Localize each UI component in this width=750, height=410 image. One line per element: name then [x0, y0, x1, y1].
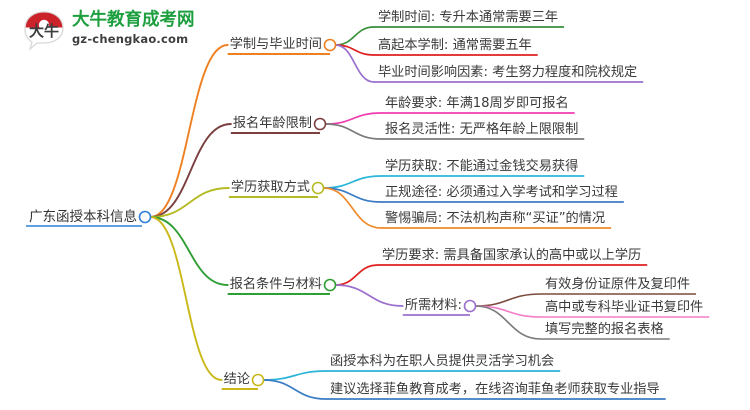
mindmap-leaf-label-报名灵活性无严格[interactable]: 报名灵活性: 无严格年龄上限限制: [385, 122, 579, 137]
mindmap-edge: [334, 284, 404, 307]
mindmap-branch-label-报名条件与材料[interactable]: 报名条件与材料: [229, 277, 322, 292]
mindmap-edge: [322, 187, 382, 229]
mindmap-leaf-label-有效身份证原件及[interactable]: 有效身份证原件及复印件: [545, 277, 691, 292]
logo-text-block: 大牛教育成考网 gz-chengkao.com: [72, 9, 214, 47]
logo-mark-icon: 大牛: [24, 11, 64, 51]
mindmap-edge: [334, 44, 375, 83]
mindmap-edge: [474, 305, 542, 340]
mindmap-node-dot[interactable]: [313, 117, 327, 131]
mindmap-node-dot[interactable]: [323, 278, 337, 292]
mindmap-leaf-label-学历要求需具备国[interactable]: 学历要求: 需具备国家承认的高中或以上学历: [382, 248, 642, 263]
mindmap-node-dot[interactable]: [138, 210, 152, 224]
mindmap-leaf-label-高起本学制通常需[interactable]: 高起本学制: 通常需要五年: [378, 38, 532, 53]
logo-title: 大牛教育成考网: [72, 10, 195, 30]
mindmap-edge: [149, 216, 223, 381]
mindmap-branch-label-学历获取方式[interactable]: 学历获取方式: [230, 180, 310, 195]
mindmap-edge: [334, 26, 375, 46]
mindmap-node-dot[interactable]: [251, 373, 265, 387]
mindmap-root-label[interactable]: 广东函授本科信息: [29, 209, 137, 225]
mindmap-edges: [26, 26, 710, 400]
mindmap-edge: [149, 187, 230, 218]
mindmap-edge: [324, 123, 382, 140]
mindmap-leaf-label-年龄要求年满18[interactable]: 年龄要求: 年满18周岁即可报名: [385, 96, 569, 111]
mindmap-edge: [334, 264, 379, 286]
mindmap-edge: [149, 44, 229, 218]
mindmap-edge: [322, 175, 382, 189]
mindmap-leaf-label-学制时间专升本通[interactable]: 学制时间: 专升本通常需要三年: [378, 10, 559, 25]
mindmap-leaf-label-函授本科为在职人[interactable]: 函授本科为在职人员提供灵活学习机会: [330, 354, 555, 369]
mindmap-leaf-label-填写完整的报名表[interactable]: 填写完整的报名表格: [545, 322, 664, 337]
mindmap-leaf-label-毕业时间影响因素[interactable]: 毕业时间影响因素: 考生努力程度和院校规定: [378, 65, 638, 80]
mindmap-edge: [262, 379, 327, 400]
mindmap-branch-label-学制与毕业时间[interactable]: 学制与毕业时间: [229, 37, 322, 52]
mindmap-branch-label-报名年龄限制[interactable]: 报名年龄限制: [232, 116, 312, 131]
logo-subtitle: gz-chengkao.com: [72, 32, 189, 46]
mindmap-leaf-label-学历获取不能通过[interactable]: 学历获取: 不能通过金钱交易获得: [385, 159, 579, 174]
mindmap-edge: [149, 216, 229, 286]
mindmap-node-dot[interactable]: [463, 299, 477, 313]
mindmap-leaf-label-正规途径必须通过[interactable]: 正规途径: 必须通过入学考试和学习过程: [385, 185, 618, 200]
site-logo: 大牛 大牛教育成考网 gz-chengkao.com: [22, 8, 212, 54]
mindmap-edge: [324, 112, 382, 125]
mindmap-edge: [262, 370, 327, 381]
mindmap-node-dot[interactable]: [311, 181, 325, 195]
mindmap-node-dots: [138, 38, 477, 387]
mindmap-edge: [149, 123, 232, 218]
svg-text:大牛: 大牛: [29, 22, 59, 40]
mindmap-leaf-label-高中或专科毕业证[interactable]: 高中或专科毕业证书复印件: [545, 300, 704, 315]
mindmap-edge: [474, 293, 542, 307]
mindmap-branch-label-结论[interactable]: 结论: [223, 372, 250, 387]
mindmap-subnode-label-所需材料[interactable]: 所需材料:: [404, 298, 462, 313]
mindmap-node-dot[interactable]: [323, 38, 337, 52]
mindmap-leaf-label-建议选择菲鱼教育[interactable]: 建议选择菲鱼教育成考，在线咨询菲鱼老师获取专业指导: [330, 382, 660, 397]
mindmap-leaf-label-警惕骗局不法机构[interactable]: 警惕骗局: 不法机构声称“买证”的情况: [385, 211, 606, 226]
